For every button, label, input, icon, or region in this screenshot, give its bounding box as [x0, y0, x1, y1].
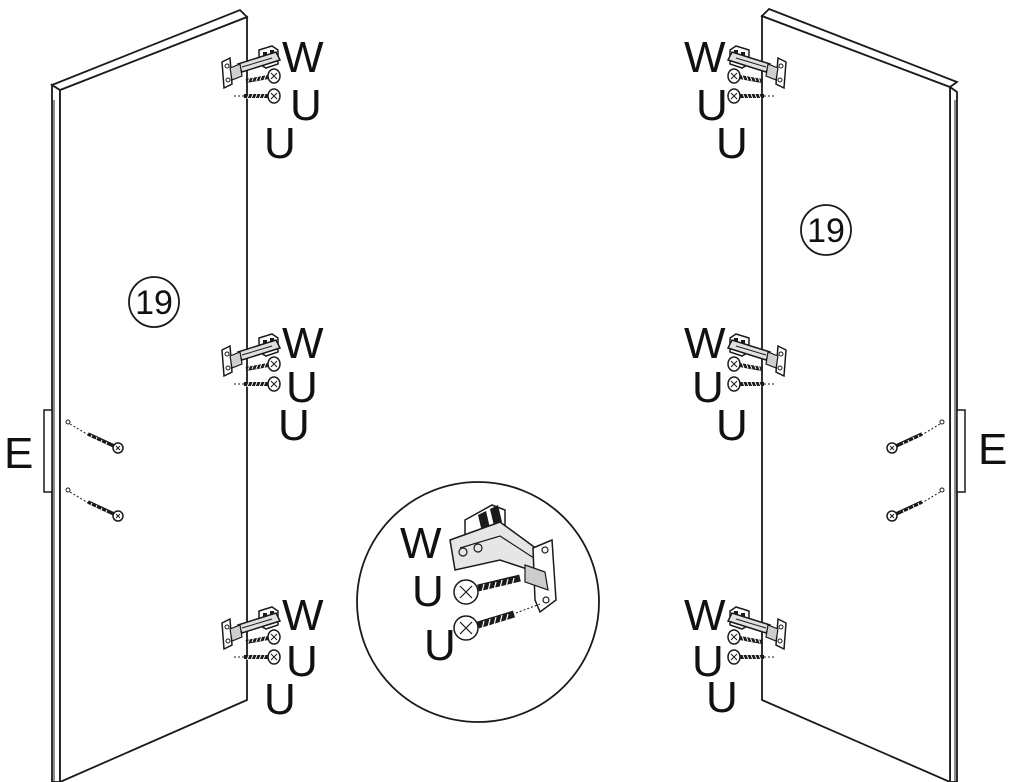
left-top-screw-label-b: U — [264, 119, 296, 168]
right-middle-screw-label-b: U — [716, 401, 748, 450]
right-bottom-screw-label-a: U — [692, 637, 724, 686]
detail-bracket-label: W — [400, 519, 442, 568]
left-top-screw-label-a: U — [290, 81, 322, 130]
left-door-handle-strip — [43, 409, 53, 493]
right-top-screw-label-a: U — [696, 81, 728, 130]
right-part-number: 19 — [800, 204, 852, 256]
left-part-number: 19 — [128, 276, 180, 328]
left-middle-screw-label-b: U — [278, 401, 310, 450]
left-middle-screw-label-a: U — [286, 363, 318, 412]
right-middle-screw-label-a: U — [692, 363, 724, 412]
left-bottom-screw-label-b: U — [264, 675, 296, 724]
right-edge-screws — [885, 419, 945, 523]
left-bottom-bracket-label: W — [282, 591, 324, 640]
left-door — [43, 8, 249, 782]
right-middle-bracket-label: W — [684, 319, 726, 368]
right-side-label: E — [978, 425, 1007, 474]
right-top-screw-label-b: U — [716, 119, 748, 168]
right-bottom-screw-label-b: U — [706, 673, 738, 722]
hinge-detail-callout: W U U — [356, 481, 600, 723]
right-part-number-text: 19 — [807, 212, 845, 250]
left-bottom-screw-label-a: U — [286, 637, 318, 686]
right-bottom-bracket-label: W — [684, 591, 726, 640]
detail-screw-label-a: U — [412, 567, 444, 616]
left-part-number-text: 19 — [135, 284, 173, 322]
detail-screw-label-b: U — [424, 621, 456, 670]
right-door — [760, 7, 966, 782]
left-edge-screws — [65, 419, 125, 523]
right-top-bracket-label: W — [684, 33, 726, 82]
left-side-label: E — [4, 429, 33, 478]
left-middle-bracket-label: W — [282, 319, 324, 368]
left-top-bracket-label: W — [282, 33, 324, 82]
right-door-handle-strip — [956, 409, 966, 493]
